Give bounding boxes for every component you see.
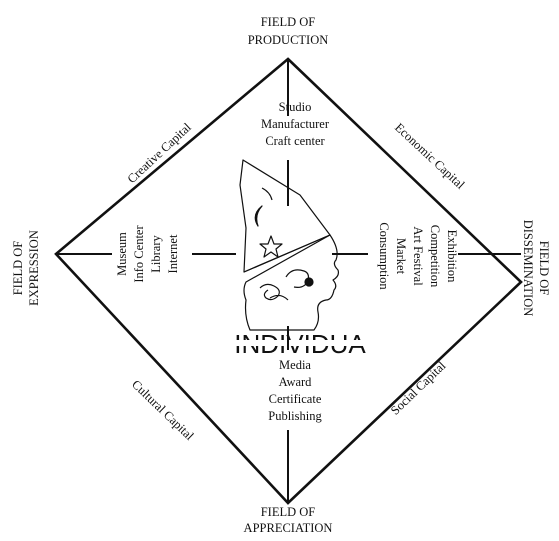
- label-occluder: [236, 340, 376, 346]
- top-list: Studio Manufacturer Craft center: [261, 100, 330, 148]
- right-list-item: Market: [394, 238, 408, 275]
- field-left-line2: EXPRESSION: [27, 230, 41, 306]
- field-top-line2: PRODUCTION: [248, 33, 329, 47]
- individual-figure: [239, 159, 340, 331]
- right-list-item: Competition: [428, 225, 442, 288]
- top-list-item: Manufacturer: [261, 117, 330, 131]
- capital-cultural: Cultural Capital: [129, 377, 197, 443]
- field-top-line1: FIELD OF: [261, 15, 316, 29]
- hair-scribble: [259, 283, 289, 301]
- bottom-list: Media Award Certificate Publishing: [268, 358, 322, 423]
- top-list-item: Craft center: [265, 134, 325, 148]
- field-right-line1: FIELD OF: [537, 241, 551, 296]
- right-list-item: Art Festival: [411, 226, 425, 286]
- capital-economic: Economic Capital: [392, 120, 468, 192]
- top-list-item: Studio: [279, 100, 312, 114]
- star-icon: [259, 235, 283, 258]
- face-profile: [243, 234, 340, 331]
- bottom-list-item: Certificate: [269, 392, 322, 406]
- left-list: Museum Info Center Library Internet: [115, 225, 180, 283]
- moon-icon: [254, 205, 263, 227]
- eye-icon: [304, 277, 314, 287]
- bottom-list-item: Publishing: [268, 409, 322, 423]
- right-list: Exhibition Competition Art Festival Mark…: [377, 222, 459, 290]
- left-list-item: Info Center: [132, 225, 146, 283]
- left-list-item: Internet: [166, 234, 180, 273]
- hat-accent: [261, 187, 273, 201]
- right-list-item: Consumption: [377, 222, 391, 290]
- right-list-item: Exhibition: [445, 230, 459, 284]
- hat-brim: [243, 234, 331, 273]
- capital-social: Social Capital: [388, 358, 449, 417]
- bottom-list-item: Media: [279, 358, 311, 372]
- field-bottom-line2: APPRECIATION: [244, 521, 333, 535]
- field-right: FIELD OF DISSEMINATION: [521, 220, 551, 317]
- left-list-item: Museum: [115, 232, 129, 276]
- left-list-item: Library: [149, 235, 163, 273]
- field-left: FIELD OF EXPRESSION: [11, 230, 41, 306]
- field-bottom-line1: FIELD OF: [261, 505, 316, 519]
- ear-outline: [285, 269, 310, 288]
- wizard-hat-outline: [239, 159, 331, 273]
- bottom-list-item: Award: [279, 375, 313, 389]
- field-right-line2: DISSEMINATION: [521, 220, 535, 317]
- field-left-line1: FIELD OF: [11, 241, 25, 296]
- capital-creative: Creative Capital: [125, 120, 195, 186]
